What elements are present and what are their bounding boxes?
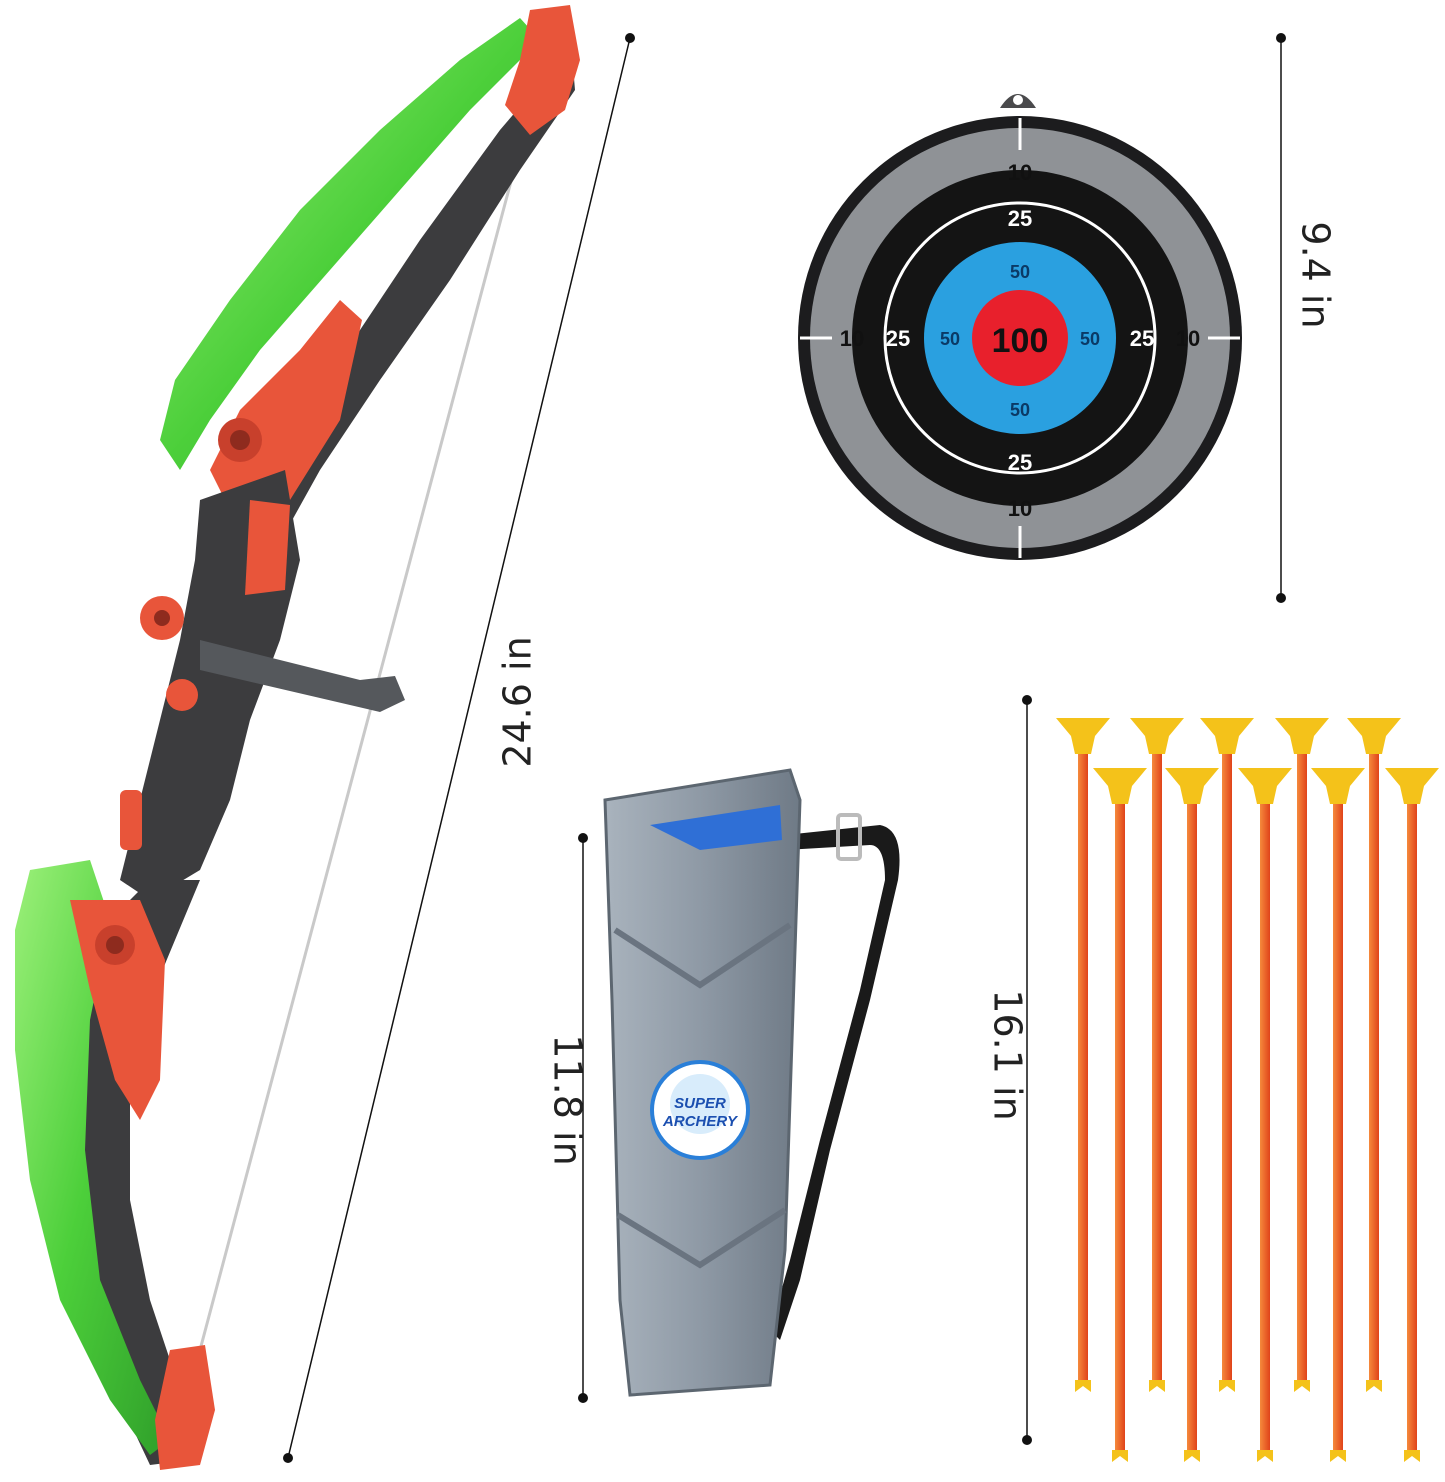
arrow-suction-cup (1056, 718, 1110, 754)
target-dimension-line (1276, 33, 1286, 603)
quiver-dimension-line (578, 833, 588, 1403)
target-score-25-top: 25 (1008, 206, 1032, 231)
arrow-shaft (1152, 738, 1162, 1380)
bow-lower-tip (155, 1345, 215, 1470)
quiver-logo-inner (670, 1074, 730, 1134)
arrow-suction-cup (1238, 768, 1292, 804)
target-diameter-label: 9.4 in (1293, 221, 1338, 329)
arrow (1056, 718, 1110, 1392)
bow-rest-pivot (166, 679, 198, 711)
arrow (1093, 768, 1147, 1462)
target-score-10-right: 10 (1176, 326, 1200, 351)
arrow-nock (1219, 1380, 1235, 1392)
bow-dimension-line (283, 33, 635, 1463)
arrow-suction-cup (1200, 718, 1254, 754)
arrow-suction-cup (1311, 768, 1365, 804)
arrow-suction-cup (1385, 768, 1439, 804)
arrow-nock (1112, 1450, 1128, 1462)
quiver-strap (770, 825, 900, 1340)
target-score-10-left: 10 (840, 326, 864, 351)
bow-lower-limb-green (15, 860, 170, 1455)
arrow (1347, 718, 1401, 1392)
arrow (1275, 718, 1329, 1392)
arrow-shaft (1407, 788, 1417, 1450)
arrow-shaft (1222, 738, 1232, 1380)
quiver-strap-buckle (836, 813, 862, 861)
target-score-10-bottom: 10 (1008, 496, 1032, 521)
arrow-suction-cup (1130, 718, 1184, 754)
target-score-25-right: 25 (1130, 326, 1154, 351)
bow-upper-limb-green (160, 18, 540, 470)
arrow-nock (1257, 1450, 1273, 1462)
arrow-shaft (1260, 788, 1270, 1450)
target-score-25-left: 25 (886, 326, 910, 351)
bow-grip-panel (245, 500, 290, 595)
bow-length-label: 24.6 in (495, 636, 540, 768)
arrow (1238, 768, 1292, 1462)
bow-lower-knob-center (106, 936, 124, 954)
bowstring (198, 139, 524, 1351)
arrow-nock (1075, 1380, 1091, 1392)
target-bullseye (972, 290, 1068, 386)
target-score-50-right: 50 (1080, 329, 1100, 349)
quiver-logo-line1: SUPER (674, 1095, 726, 1112)
bow (15, 5, 580, 1470)
target-score-50-top: 50 (1010, 262, 1030, 282)
target-score-50-bottom: 50 (1010, 400, 1030, 420)
arrow (1311, 768, 1365, 1462)
arrow-shaft (1333, 788, 1343, 1450)
arrow-shaft (1115, 788, 1125, 1450)
arrow-shaft (1187, 788, 1197, 1450)
arrow-nock (1149, 1380, 1165, 1392)
target-score-10-top: 10 (1008, 160, 1032, 185)
target: 100 50 50 50 50 25 25 25 25 10 10 10 10 (798, 94, 1242, 560)
arrow-nock (1404, 1450, 1420, 1462)
arrow-suction-cup (1093, 768, 1147, 804)
quiver-chevron-lower (616, 1207, 787, 1269)
bow-upper-knob-center (230, 430, 250, 450)
arrow (1130, 718, 1184, 1392)
arrows-dimension-line (1022, 695, 1032, 1445)
arrow-shaft (1297, 738, 1307, 1380)
target-score-25-bottom: 25 (1008, 450, 1032, 475)
arrow (1165, 768, 1219, 1462)
bow-upper-tip (505, 5, 580, 135)
target-bullseye-label: 100 (992, 322, 1049, 360)
target-hanger-hole (1013, 95, 1023, 105)
bow-grip-button (120, 790, 142, 850)
arrow-nock (1184, 1450, 1200, 1462)
bow-sight-knob-center (154, 610, 170, 626)
arrow-nock (1294, 1380, 1310, 1392)
arrow-suction-cup (1165, 768, 1219, 804)
arrow-shaft (1078, 738, 1088, 1380)
target-score-50-left: 50 (940, 329, 960, 349)
target-ring-white-line (883, 201, 1157, 475)
quiver-length-label: 11.8 in (545, 1034, 590, 1166)
arrow-shaft (1369, 738, 1379, 1380)
arrow-suction-cup (1275, 718, 1329, 754)
quiver: SUPER ARCHERY (603, 768, 900, 1397)
bow-arrow-rest (200, 640, 405, 712)
arrow-nock (1366, 1380, 1382, 1392)
arrow-length-label: 16.1 in (985, 989, 1030, 1121)
bow-lower-panel (70, 900, 165, 1120)
arrow (1200, 718, 1254, 1392)
arrow-nock (1330, 1450, 1346, 1462)
arrow-suction-cup (1347, 718, 1401, 754)
arrow (1385, 768, 1439, 1462)
quiver-top-band (650, 805, 782, 850)
quiver-logo-line2: ARCHERY (662, 1113, 739, 1130)
quiver-chevron-upper (613, 922, 792, 989)
arrows-group (1056, 718, 1439, 1462)
